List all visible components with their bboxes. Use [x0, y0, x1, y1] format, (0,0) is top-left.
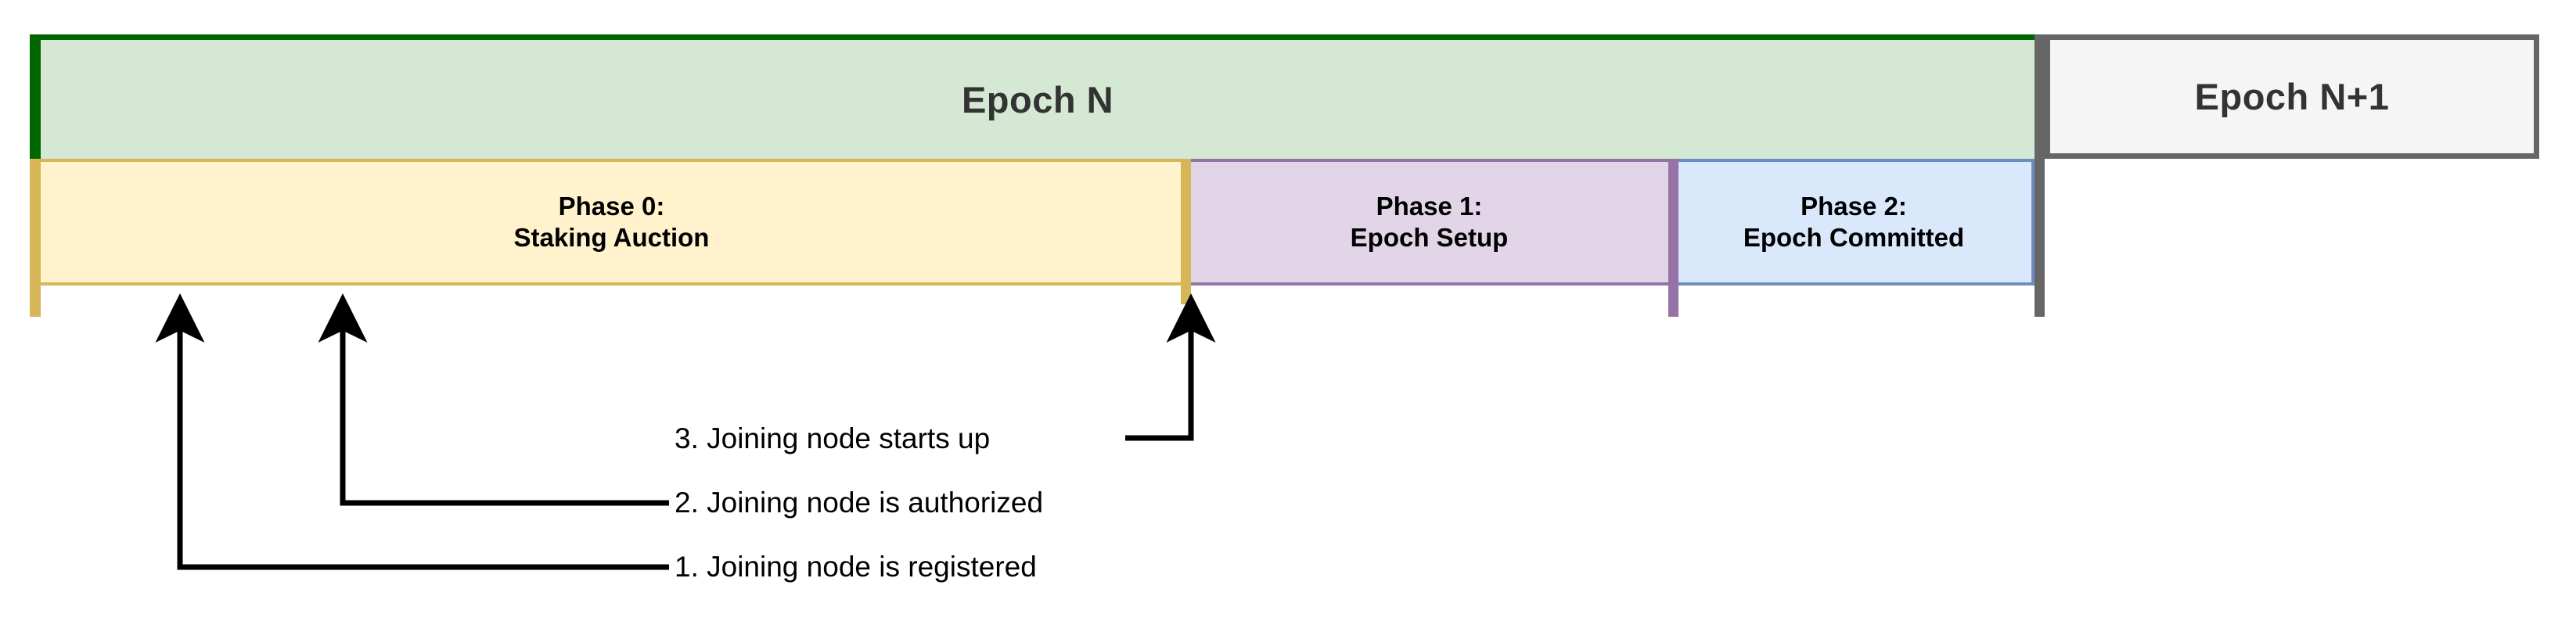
phase-1-subtitle: Epoch Setup	[1350, 223, 1509, 252]
leader-line-3	[1125, 293, 1216, 441]
phase-2-title: Phase 2:	[1801, 191, 1907, 221]
phase-0-box: Phase 0: Staking Auction	[41, 159, 1185, 285]
epoch-n-plus-1-box: Epoch N+1	[2045, 34, 2539, 159]
epoch-start-marker	[30, 34, 41, 159]
phase-2-box: Phase 2: Epoch Committed	[1673, 159, 2035, 285]
phase-1-title: Phase 1:	[1376, 191, 1483, 221]
annotation-text-3: 3. Joining node starts up	[675, 422, 991, 454]
phase-0-end-marker	[1181, 159, 1191, 304]
phase-0-start-marker	[30, 159, 41, 317]
phase-2-subtitle: Epoch Committed	[1743, 223, 1965, 252]
epoch-n-box: Epoch N	[41, 34, 2035, 159]
leader-line-1	[155, 293, 669, 570]
leader-line-2	[318, 293, 669, 506]
epoch-n-label: Epoch N	[961, 78, 1114, 120]
phase-1-box: Phase 1: Epoch Setup	[1185, 159, 1673, 285]
phase-0-title: Phase 0:	[558, 191, 665, 221]
annotation-text-1: 1. Joining node is registered	[675, 551, 1037, 583]
epoch-boundary-marker	[2035, 34, 2045, 317]
phase-1-end-marker	[1668, 159, 1678, 317]
annotation-text-2: 2. Joining node is authorized	[675, 487, 1044, 519]
epoch-n-plus-1-label: Epoch N+1	[2194, 76, 2390, 117]
phase-0-subtitle: Staking Auction	[513, 223, 710, 252]
